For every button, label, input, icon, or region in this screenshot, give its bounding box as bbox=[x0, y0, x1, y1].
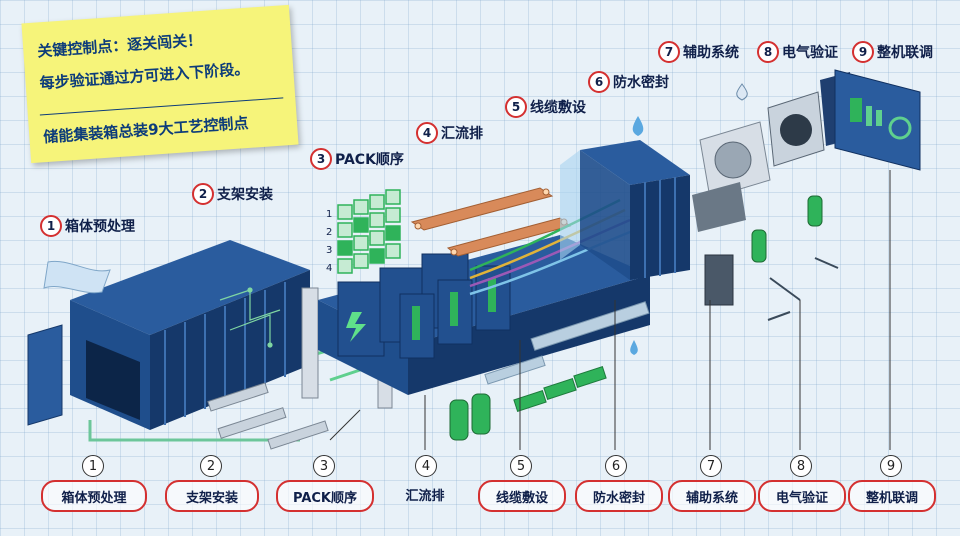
step-label-text: PACK顺序 bbox=[335, 152, 404, 168]
step-number-circle: 2 bbox=[192, 183, 214, 205]
bottom-step-label-4: 汇流排 bbox=[405, 488, 445, 504]
step-label-text: 辅助系统 bbox=[683, 45, 739, 61]
bottom-step-number-6: 6 bbox=[605, 455, 627, 477]
step-label-top-7: 7 辅助系统 bbox=[658, 41, 739, 63]
bottom-step-label-3: PACK顺序 bbox=[276, 480, 374, 512]
water-drop-icon-2 bbox=[630, 340, 638, 355]
step-number-circle: 4 bbox=[416, 122, 438, 144]
step-number-circle: 5 bbox=[505, 96, 527, 118]
seal-tubes bbox=[484, 301, 650, 385]
step-label-top-5: 5 线缆敷设 bbox=[505, 96, 586, 118]
heat-exchanger bbox=[704, 254, 734, 306]
bottom-step-label-9: 整机联调 bbox=[848, 480, 936, 512]
step-number-circle: 9 bbox=[852, 41, 874, 63]
bottom-step-number-3: 3 bbox=[313, 455, 335, 477]
bottom-step-number-2: 2 bbox=[200, 455, 222, 477]
bottom-step-label-5: 线缆敷设 bbox=[478, 480, 566, 512]
grid-row-label: 4 bbox=[326, 263, 333, 274]
step-label-text: 电气验证 bbox=[782, 45, 838, 61]
bottom-step-number-1: 1 bbox=[82, 455, 104, 477]
grey-panel bbox=[692, 182, 746, 232]
bottom-step-label-7: 辅助系统 bbox=[668, 480, 756, 512]
bottom-step-label-2: 支架安装 bbox=[165, 480, 259, 512]
step-label-top-6: 6 防水密封 bbox=[588, 71, 669, 93]
step-label-top-1: 1 箱体预处理 bbox=[40, 215, 135, 237]
bottom-step-number-7: 7 bbox=[700, 455, 722, 477]
bottom-step-number-4: 4 bbox=[415, 455, 437, 477]
test-probes bbox=[767, 257, 839, 321]
bottom-step-number-5: 5 bbox=[510, 455, 532, 477]
water-drop-icon bbox=[632, 116, 644, 136]
fire-extinguisher-icon bbox=[751, 195, 823, 263]
bottom-step-label-1: 箱体预处理 bbox=[41, 480, 147, 512]
sticky-note: 关键控制点：逐关闯关！ 每步验证通过方可进入下阶段。 储能集装箱总装9大工艺控制… bbox=[21, 4, 299, 164]
step-label-text: 线缆敷设 bbox=[530, 100, 586, 116]
note-line-3: 储能集装箱总装9大工艺控制点 bbox=[42, 113, 250, 147]
step-label-text: 汇流排 bbox=[441, 126, 483, 142]
note-line-2: 每步验证通过方可进入下阶段。 bbox=[39, 59, 250, 93]
step-label-top-9: 9 整机联调 bbox=[852, 41, 933, 63]
dust-cloth-icon bbox=[43, 260, 111, 294]
capacitor-cells bbox=[449, 393, 491, 441]
grid-row-label: 1 bbox=[326, 209, 333, 220]
grid-row-labels: 1 2 3 4 bbox=[326, 206, 332, 278]
grid-row-label: 3 bbox=[326, 245, 333, 256]
grid-row-label: 2 bbox=[326, 227, 333, 238]
step-label-top-2: 2 支架安装 bbox=[192, 183, 273, 205]
step-label-text: 防水密封 bbox=[613, 75, 669, 91]
cooling-plates bbox=[513, 366, 607, 412]
bottom-step-number-9: 9 bbox=[880, 455, 902, 477]
air-conditioner bbox=[699, 121, 771, 199]
sealed-container bbox=[560, 140, 690, 280]
circuit-pattern bbox=[219, 287, 281, 348]
step-number-circle: 3 bbox=[310, 148, 332, 170]
bottom-step-label-6: 防水密封 bbox=[575, 480, 663, 512]
bottom-step-number-8: 8 bbox=[790, 455, 812, 477]
step-number-circle: 8 bbox=[757, 41, 779, 63]
pack-sequence-grid bbox=[337, 189, 401, 274]
step-label-top-4: 4 汇流排 bbox=[416, 122, 483, 144]
monitor-dashboard bbox=[834, 69, 921, 171]
step-label-text: 支架安装 bbox=[217, 187, 273, 203]
step-label-top-3: 3 PACK顺序 bbox=[310, 148, 404, 170]
lightning-icon bbox=[346, 312, 366, 342]
battery-packs bbox=[337, 253, 511, 359]
step-number-circle: 7 bbox=[658, 41, 680, 63]
step-label-text: 箱体预处理 bbox=[65, 219, 135, 235]
container-shell bbox=[27, 240, 310, 430]
valve-icon bbox=[736, 83, 748, 101]
step-label-text: 整机联调 bbox=[877, 45, 933, 61]
note-line-1: 关键控制点：逐关闯关！ bbox=[36, 30, 203, 61]
bottom-step-label-8: 电气验证 bbox=[758, 480, 846, 512]
step-number-circle: 1 bbox=[40, 215, 62, 237]
step-number-circle: 6 bbox=[588, 71, 610, 93]
leader-lines bbox=[329, 170, 891, 450]
fan-unit bbox=[767, 91, 825, 167]
step-label-top-8: 8 电气验证 bbox=[757, 41, 838, 63]
